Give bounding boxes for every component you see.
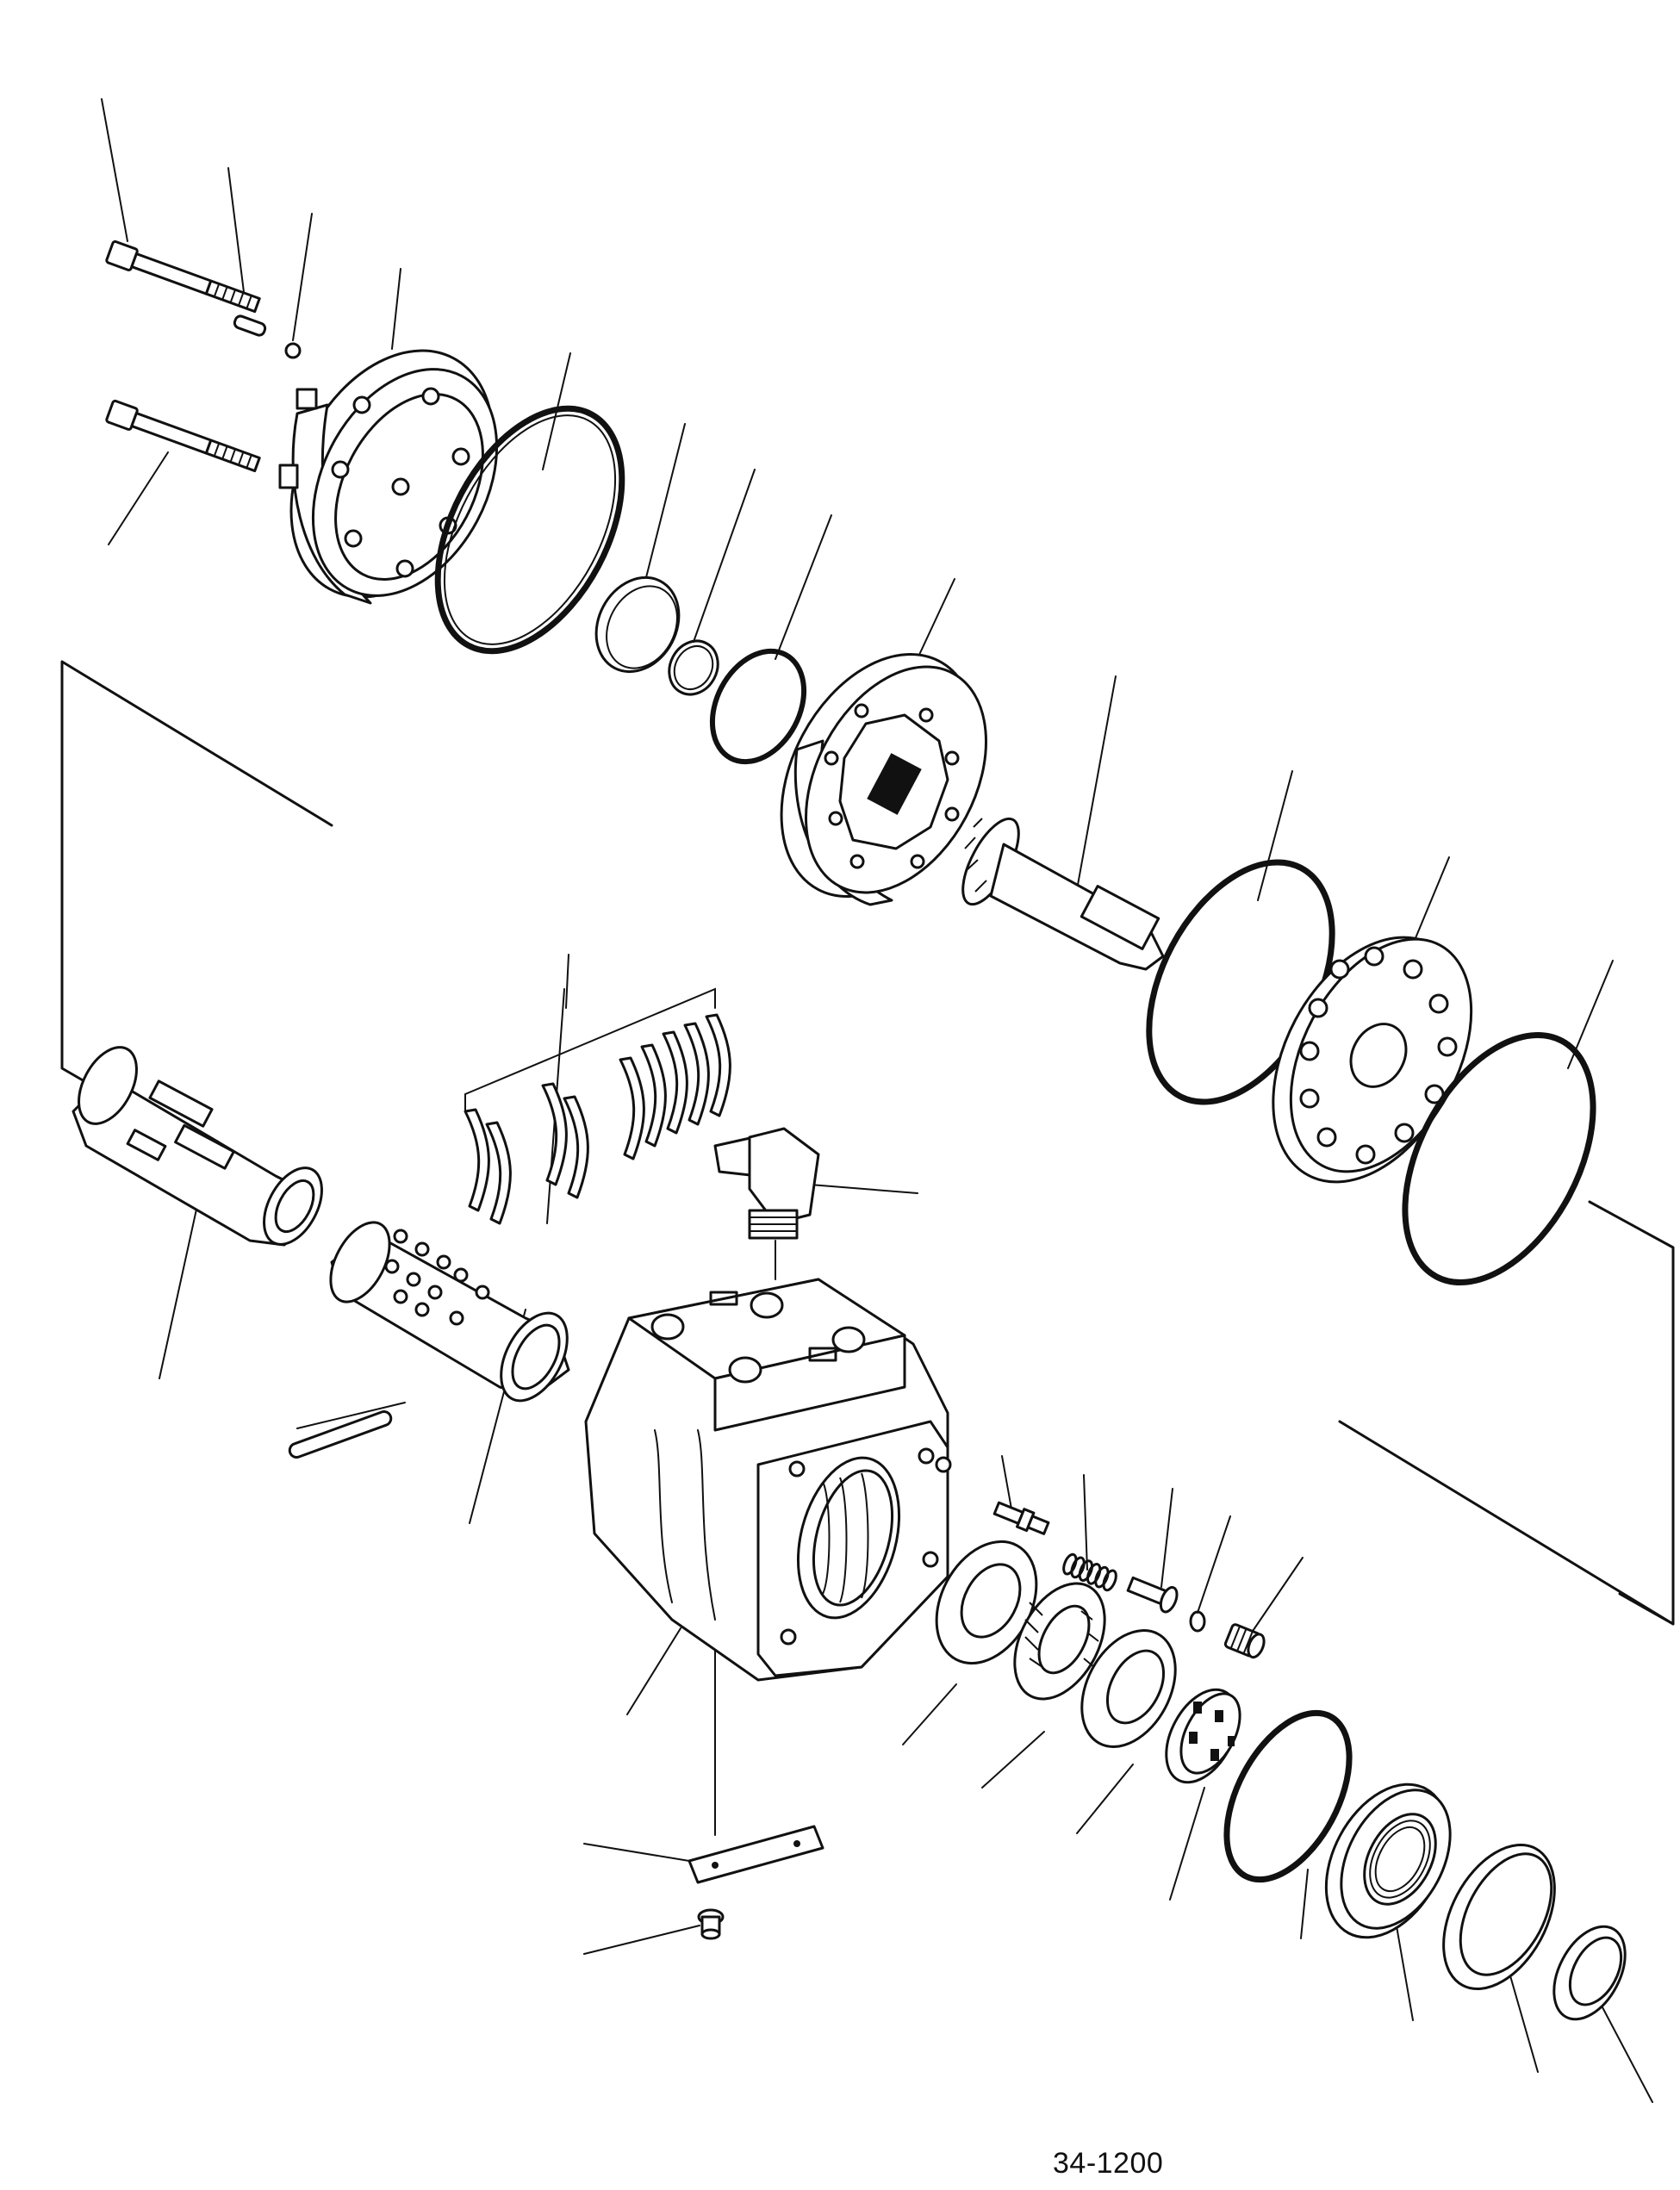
spool [72,1046,323,1247]
relief-valve-plug [1126,1576,1179,1614]
thrust-washer-2 [1080,1629,1177,1748]
relief-valve-cap [1223,1623,1266,1659]
cross-pin [288,1410,393,1459]
o-ring-medium [709,648,807,765]
seal-plate [594,575,681,674]
bolt-upper [105,240,261,314]
gerotor-stator [780,652,987,906]
o-ring-small [668,639,719,696]
o-ring-large-3 [1402,1031,1596,1286]
assembly-group-lines [60,660,1675,1626]
thrust-bearing [1013,1582,1106,1701]
thrust-washer-1 [935,1540,1038,1665]
elbow-fitting [713,1127,820,1240]
drive-shaft [961,817,1165,971]
drive-screw [697,1908,725,1940]
drawing-number: 34-1200 [1053,2147,1164,2180]
sleeve [329,1221,570,1403]
dust-seal [1552,1925,1627,2021]
relief-valve-o-ring [1189,1610,1206,1633]
name-plate [688,1825,824,1884]
valve-plate [1272,936,1473,1184]
o-ring-large-4 [1223,1709,1353,1883]
relief-valve-poppet [992,1501,1050,1535]
check-ball [284,342,302,359]
spring-group-line [464,987,716,1112]
valve-housing [584,1278,952,1682]
end-cap [278,349,499,605]
o-ring-large-1 [434,405,625,655]
spring-pin [233,314,267,337]
bolt-lower [105,399,261,473]
needle-bearing [1165,1688,1241,1784]
retaining-ring [1442,1843,1556,1991]
shaft-seal-retainer [1324,1782,1452,1939]
centering-springs [464,1013,731,1225]
relief-valve-spring [1062,1552,1117,1592]
